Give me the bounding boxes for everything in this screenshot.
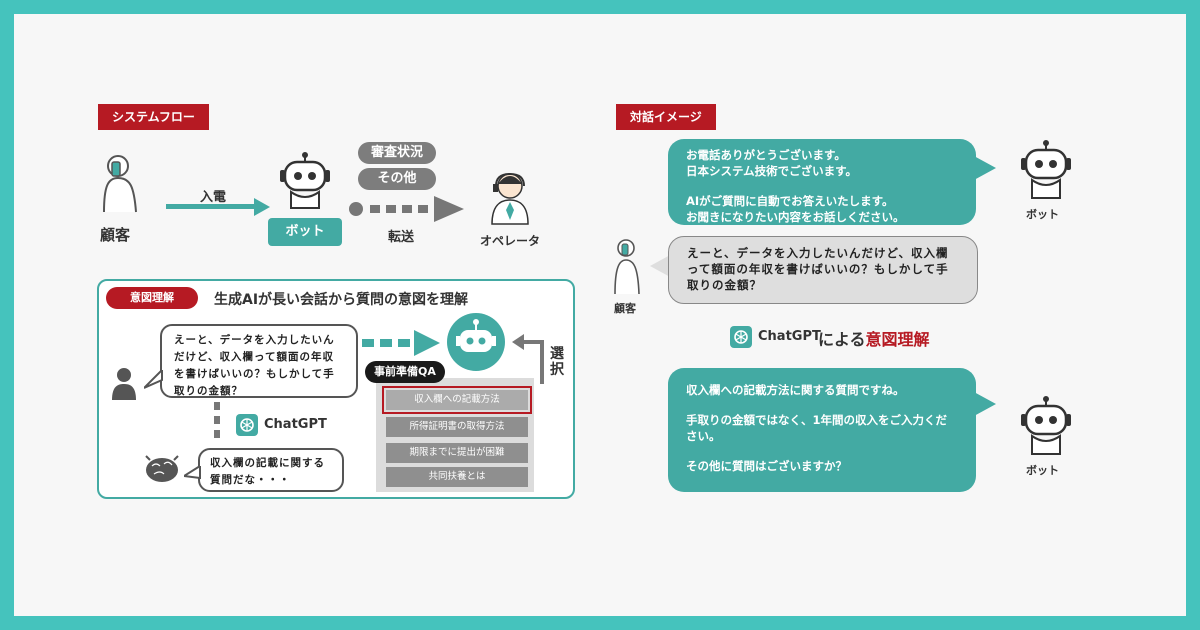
bot-message-1-tail [974, 156, 996, 180]
chatgpt-label: ChatGPT [264, 417, 327, 432]
thought-bubble: 収入欄の記載に関する質問だな・・・ [198, 448, 344, 492]
incoming-arrow [166, 198, 270, 216]
select-return-arrow [512, 334, 544, 384]
bot-message-2-line: 収入欄への記載方法に関する質問ですね。 [686, 383, 905, 397]
transfer-arrow [349, 196, 464, 222]
qa-item[interactable]: 期限までに提出が困難 [386, 443, 528, 463]
qa-item[interactable]: 共同扶養とは [386, 467, 528, 487]
bot-message-2: 収入欄への記載方法に関する質問ですね。 手取りの金額ではなく、1年間の収入をご入… [668, 368, 976, 492]
section-tag-dialogue: 対話イメージ [616, 104, 716, 130]
user-silhouette-icon [112, 368, 136, 400]
customer-question-bubble: えーと、データを入力したいんだけど、収入欄って額面の年収を書けばいいの？もしかし… [160, 324, 358, 398]
teal-dotted-arrow [362, 330, 440, 356]
bot-message-1-line: AIがご質問に自動でお答えいたします。 [686, 194, 894, 208]
intent-highlight: 意図理解 [865, 330, 930, 349]
panel-title: 生成AIが長い会話から質問の意図を理解 [214, 292, 469, 308]
bot-button[interactable]: ボット [268, 218, 342, 246]
operator-label: オペレータ [480, 234, 541, 248]
bot-message-1-line: 日本システム技術でございます。 [686, 164, 858, 178]
thought-bubble-tail [184, 466, 201, 480]
customer-message: えーと、データを入力したいんだけど、収入欄って額面の年収を書けばいいの？もしかし… [668, 236, 978, 304]
bot-message-2-tail [974, 392, 996, 416]
bot-message-1-line: お聞きになりたい内容をお話しください。 [686, 210, 905, 224]
chatgpt-knot-icon [240, 418, 254, 432]
bot-message-2-line: 手取りの金額ではなく、1年間の収入をご入力ください。 [686, 413, 947, 443]
bot-label-2: ボット [1026, 464, 1059, 477]
customer-message-tail [650, 254, 672, 278]
qa-item-selected[interactable]: 収入欄への記載方法 [382, 386, 532, 414]
dotted-connector [214, 402, 220, 438]
intent-prefix: による [818, 330, 866, 349]
brain-icon [145, 455, 179, 482]
intent-tag: 意図理解 [106, 287, 198, 309]
status-pill-other: その他 [358, 168, 436, 190]
select-label: 選択 [550, 346, 564, 378]
bot-message-2-line: その他に質問はございますか？ [686, 459, 847, 473]
bot-message-1: お電話ありがとうございます。 日本システム技術でございます。 AIがご質問に自動… [668, 139, 976, 225]
transfer-label: 転送 [388, 230, 415, 245]
status-pill-review: 審査状況 [358, 142, 436, 164]
customer-label-right: 顧客 [614, 302, 636, 315]
bubble-tail [144, 370, 163, 389]
section-tag-system-flow: システムフロー [98, 104, 209, 130]
operator-icon [491, 172, 529, 225]
bot-label-1: ボット [1026, 208, 1059, 221]
intent-understanding-heading: による意図理解 [818, 326, 930, 350]
customer-avatar-icon [614, 239, 640, 295]
bot-avatar-icon [1021, 140, 1071, 199]
incoming-call-label: 入電 [200, 190, 227, 205]
customer-label: 顧客 [100, 226, 131, 244]
chatgpt-knot-icon-right [734, 330, 748, 344]
bot-robot-icon [280, 152, 330, 209]
bot-avatar-icon-2 [1021, 396, 1071, 455]
qa-header: 事前準備QA [365, 361, 445, 383]
chatgpt-label-right: ChatGPT [758, 329, 821, 344]
bot-teal-icon [447, 313, 505, 371]
customer-icon [103, 155, 137, 213]
qa-item[interactable]: 所得証明書の取得方法 [386, 417, 528, 437]
bot-message-1-line: お電話ありがとうございます。 [686, 148, 846, 162]
